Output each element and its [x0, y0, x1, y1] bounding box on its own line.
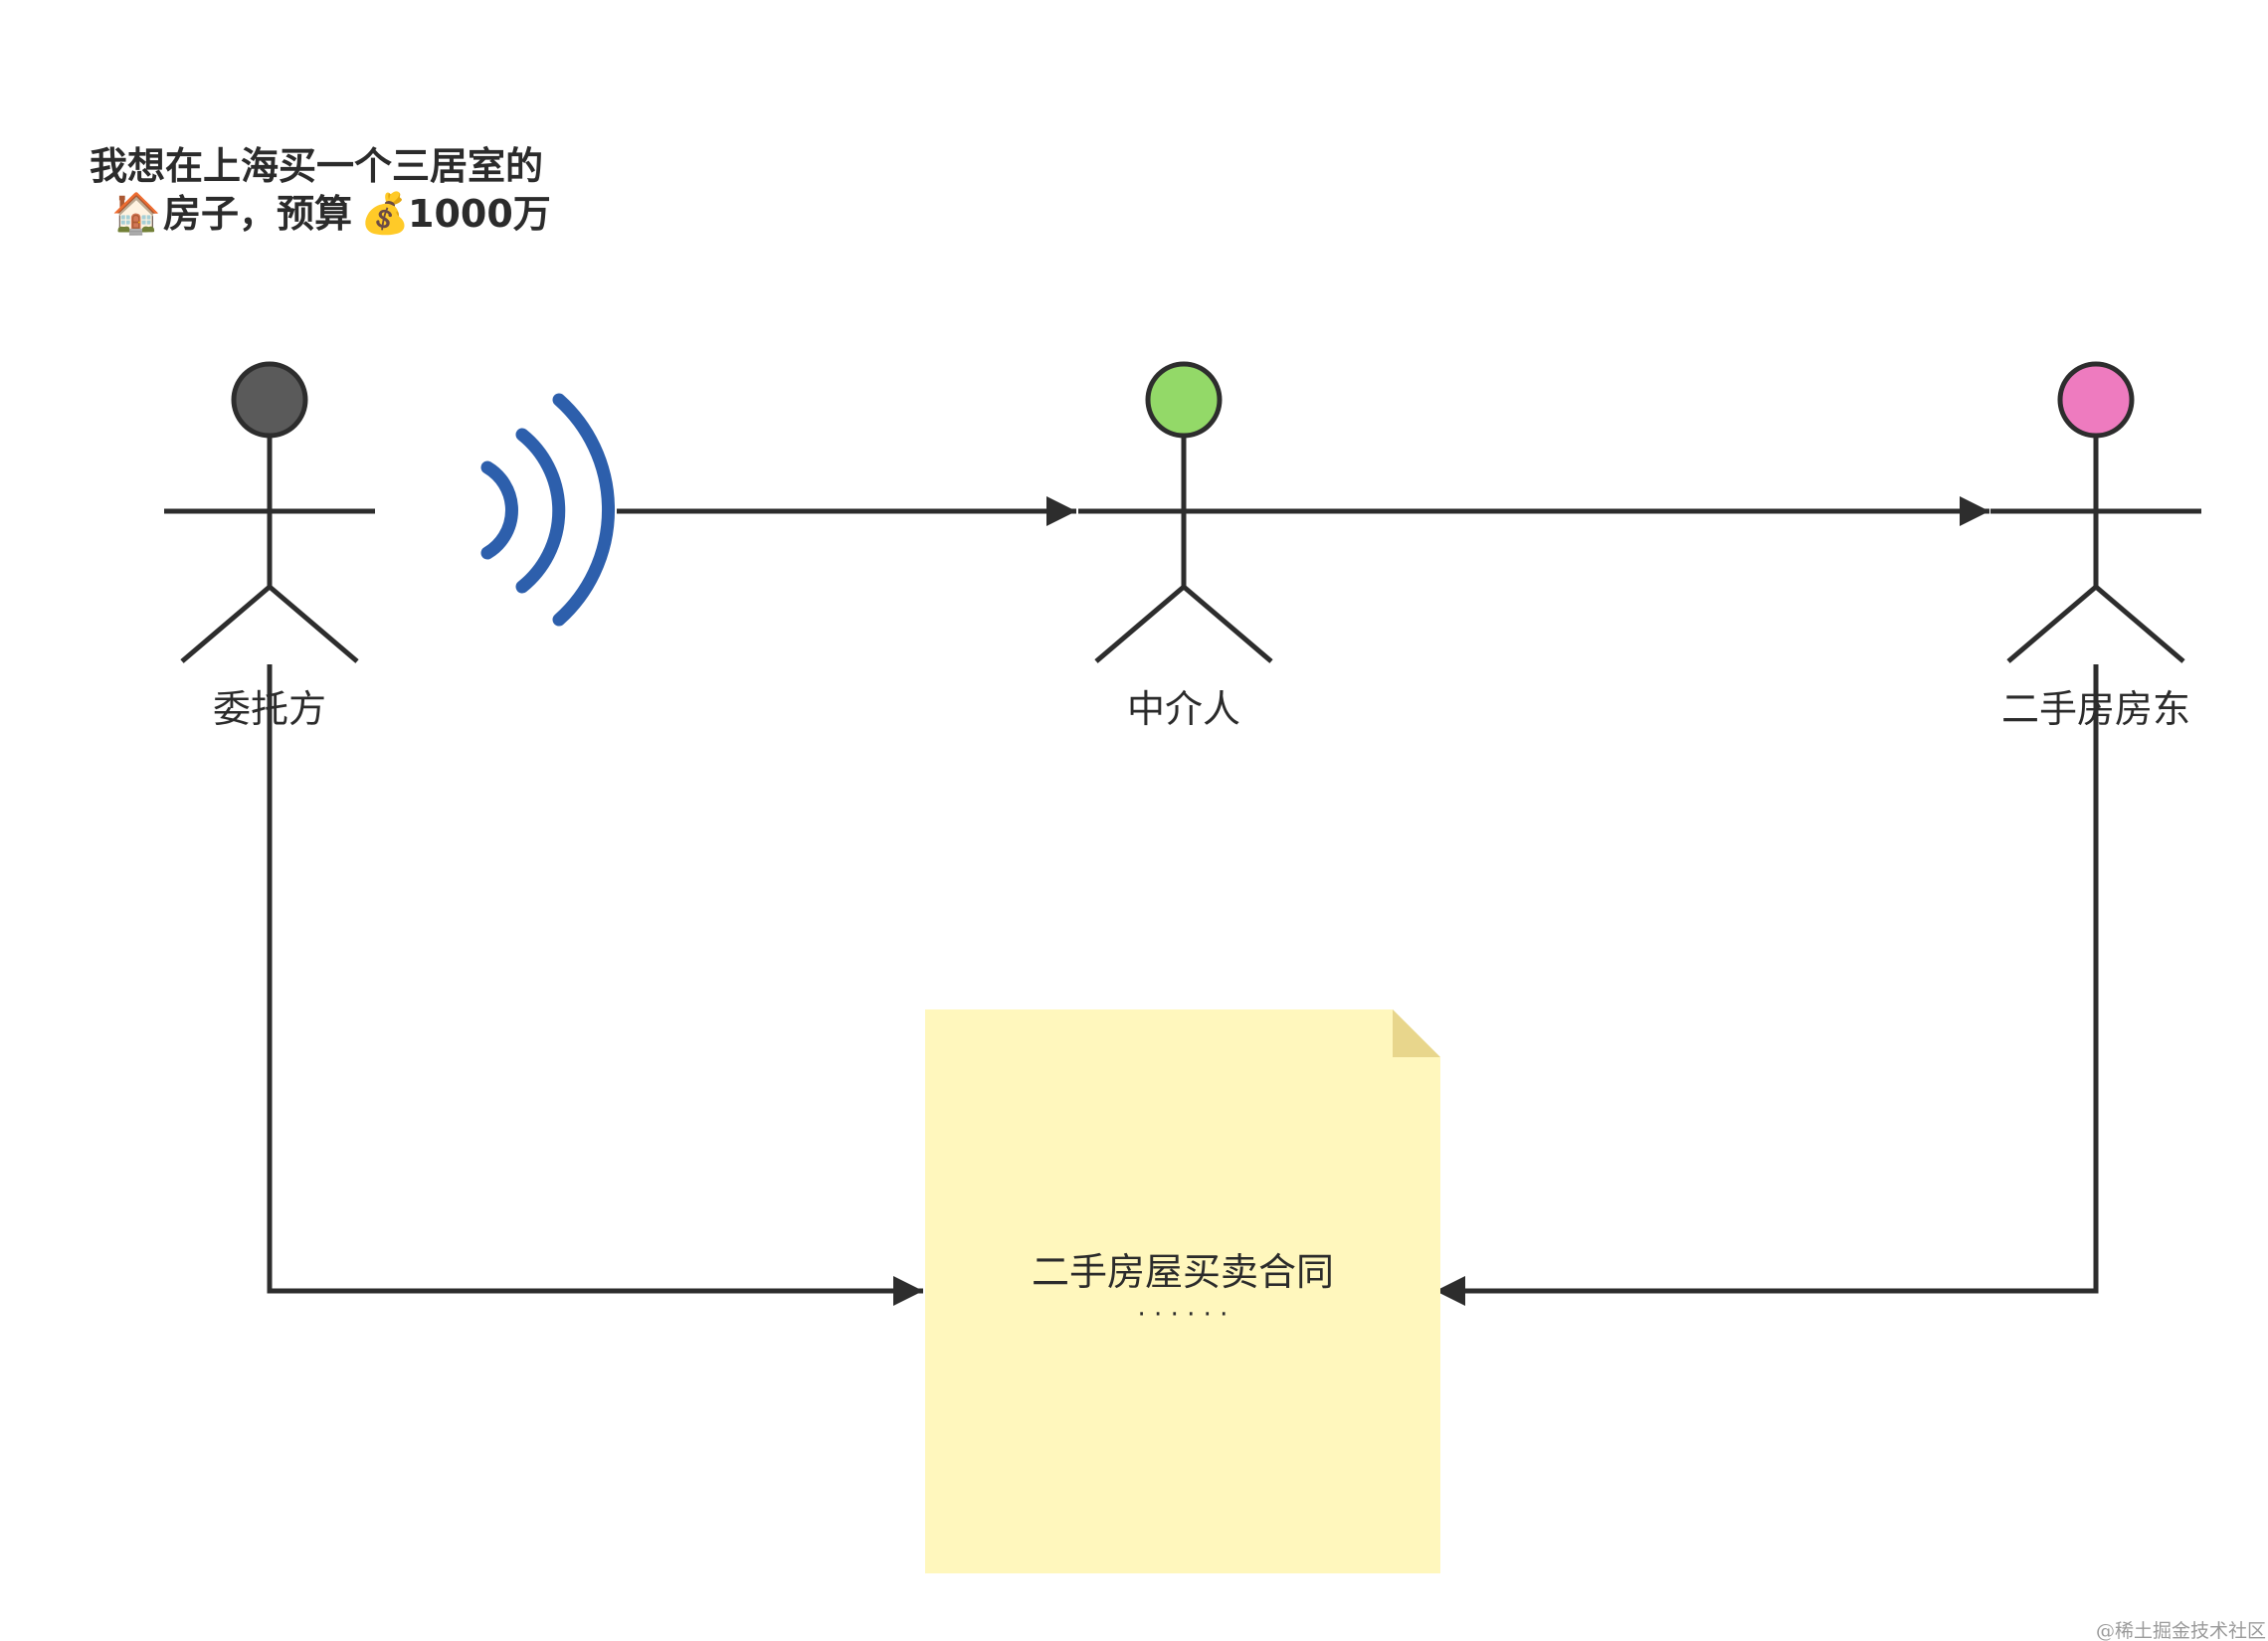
landlord-label: 二手房房东: [2001, 687, 2190, 731]
title-line-1: 我想在上海买一个三居室的: [90, 144, 543, 188]
agent-label: 中介人: [1127, 687, 1240, 731]
wireless-signal-icon: [480, 393, 615, 627]
actor-client[interactable]: [164, 361, 375, 663]
money-bag-icon: 💰: [360, 190, 410, 237]
client-head: [231, 361, 308, 439]
title-line-2a: 房子，预算: [163, 192, 352, 236]
contract-note[interactable]: 二手房屋买卖合同 · · · · · ·: [925, 1009, 1440, 1573]
client-label: 委托方: [213, 687, 326, 731]
landlord-head: [2057, 361, 2135, 439]
actor-agent[interactable]: [1078, 361, 1289, 663]
client-to-contract-connector: [267, 664, 923, 1306]
landlord-to-contract-connector: [1435, 664, 2099, 1306]
title-line-2b: 1000万: [408, 192, 551, 236]
note-body: [925, 1009, 1440, 1573]
actor-landlord[interactable]: [1990, 361, 2201, 663]
request-title: 我想在上海买一个三居室的 🏠 房子，预算 💰 1000万: [90, 144, 551, 237]
watermark-text: @稀土掘金技术社区: [2096, 1620, 2266, 1641]
agent-head: [1145, 361, 1223, 439]
house-icon: 🏠: [111, 191, 161, 237]
note-fold-corner: [1393, 1009, 1440, 1057]
note-ellipsis: · · · · · ·: [1138, 1300, 1228, 1330]
note-title: 二手房屋买卖合同: [1032, 1250, 1334, 1294]
